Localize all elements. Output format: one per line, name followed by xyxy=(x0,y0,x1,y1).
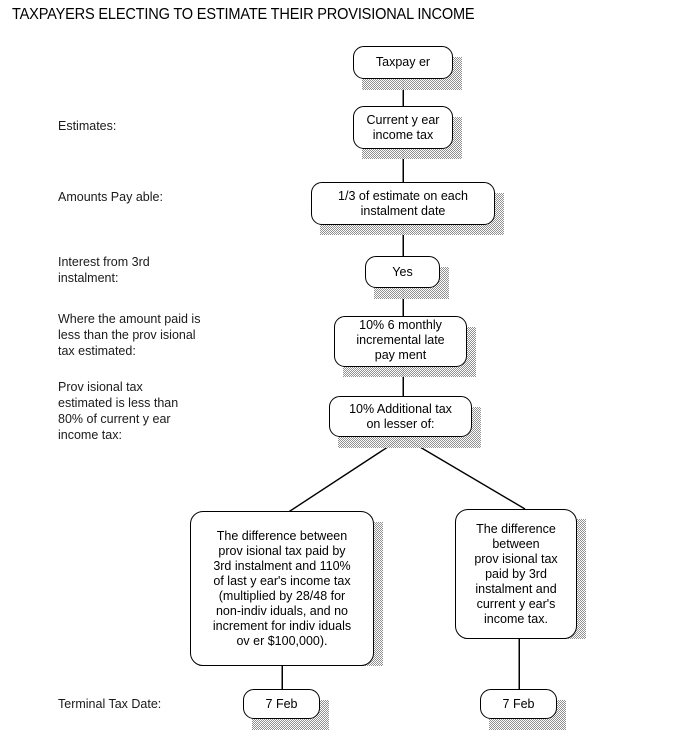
node-additional-tax[interactable]: 10% Additional tax on lesser of: xyxy=(329,396,472,437)
page-title: TAXPAYERS ELECTING TO ESTIMATE THEIR PRO… xyxy=(12,6,475,23)
node-third-of-estimate[interactable]: 1/3 of estimate on each instalment date xyxy=(311,182,495,225)
node-terminal-date-right[interactable]: 7 Feb xyxy=(480,689,557,719)
node-terminal-date-left-label: 7 Feb xyxy=(265,696,298,711)
node-late-payment-label: 10% 6 monthly incremental late pay ment xyxy=(356,318,445,362)
row-label-interest-3rd: Interest from 3rd instalment: xyxy=(58,255,150,285)
node-late-payment[interactable]: 10% 6 monthly incremental late pay ment xyxy=(334,316,467,367)
node-additional-tax-label: 10% Additional tax on lesser of: xyxy=(349,401,452,431)
node-taxpayer-label: Taxpay er xyxy=(375,55,431,69)
row-label-amounts-payable: Amounts Pay able: xyxy=(58,190,163,204)
node-terminal-date-right-label: 7 Feb xyxy=(502,696,535,711)
connector-additional-to-left-branch xyxy=(286,436,404,514)
row-label-less-than-80: Prov isional tax estimated is less than … xyxy=(58,380,179,442)
node-terminal-date-left[interactable]: 7 Feb xyxy=(243,689,320,719)
node-current-year-income-tax[interactable]: Current y ear income tax xyxy=(353,106,453,149)
row-label-terminal-tax: Terminal Tax Date: xyxy=(58,697,162,711)
node-third-of-estimate-label: 1/3 of estimate on each instalment date xyxy=(338,188,468,218)
node-difference-right-label: The difference between prov isional tax … xyxy=(474,521,558,626)
node-taxpayer[interactable]: Taxpay er xyxy=(353,46,453,79)
node-yes[interactable]: Yes xyxy=(365,256,440,288)
node-difference-left-label: The difference between prov isional tax … xyxy=(212,528,352,648)
row-label-estimates: Estimates: xyxy=(58,119,117,133)
node-difference-left[interactable]: The difference between prov isional tax … xyxy=(190,511,374,666)
row-label-amount-paid-less: Where the amount paid is less than the p… xyxy=(58,312,201,358)
node-difference-right[interactable]: The difference between prov isional tax … xyxy=(455,509,577,639)
node-current-year-income-tax-label: Current y ear income tax xyxy=(366,112,440,142)
node-yes-label: Yes xyxy=(392,264,413,279)
